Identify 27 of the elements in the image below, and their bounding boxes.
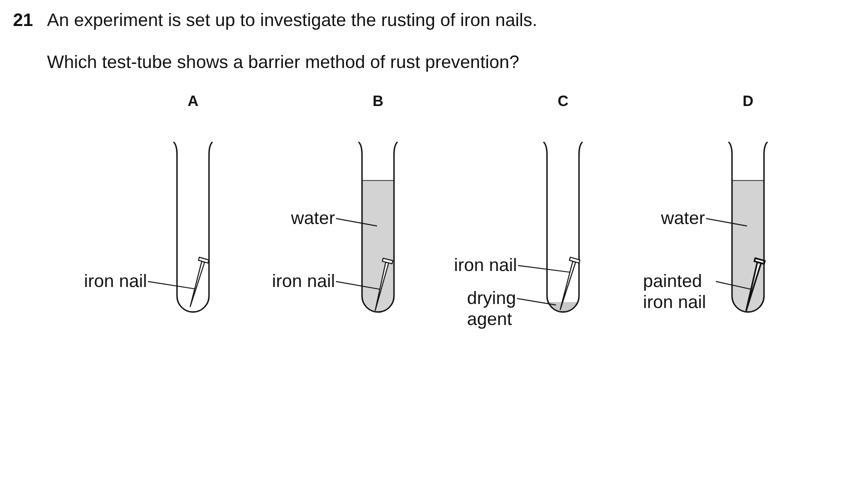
tube-letter: A: [188, 93, 198, 110]
water: [732, 180, 764, 312]
part-label: drying agent: [467, 288, 516, 330]
question-text: An experiment is set up to investigate the rusting of iron nails.: [47, 10, 538, 31]
part-label: water: [660, 208, 705, 229]
leader-line: [706, 218, 748, 226]
leader-line: [518, 265, 570, 273]
part-label: painted iron nail: [643, 271, 715, 313]
leader-line: [336, 218, 378, 226]
leader-line: [148, 281, 196, 290]
part-label: iron nail: [454, 255, 517, 276]
water: [362, 180, 394, 312]
tube-letter: B: [372, 93, 384, 110]
nail: [374, 257, 394, 312]
tube-letter: D: [742, 93, 754, 110]
tube-letter: C: [558, 93, 568, 110]
nail: [744, 257, 766, 312]
leader-line: [336, 281, 380, 290]
drying-agent: [548, 302, 578, 312]
question-text: Which test-tube shows a barrier method of rust prevention?: [47, 52, 520, 73]
part-label: iron nail: [84, 271, 147, 292]
nail: [558, 256, 581, 312]
question-number: 21: [13, 10, 34, 31]
part-label: water: [290, 208, 335, 229]
leader-line: [716, 281, 752, 290]
nail: [188, 256, 210, 308]
part-label: iron nail: [272, 271, 335, 292]
